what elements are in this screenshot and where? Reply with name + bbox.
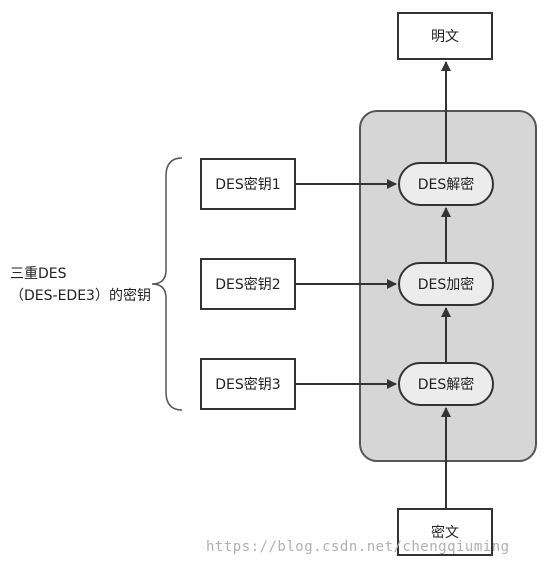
des-decrypt-bottom-label: DES解密 xyxy=(417,377,475,393)
plaintext-box: 明文 xyxy=(397,12,493,60)
des-key-3-label: DES密钥3 xyxy=(215,377,281,393)
des-key-1-label: DES密钥1 xyxy=(215,177,281,193)
key-group-brace xyxy=(151,157,183,411)
des-key-2-box: DES密钥2 xyxy=(200,258,296,310)
des-key-2-label: DES密钥2 xyxy=(215,277,281,293)
des-key-1-box: DES密钥1 xyxy=(200,158,296,210)
ciphertext-label: 密文 xyxy=(431,525,459,541)
ciphertext-box: 密文 xyxy=(397,508,493,556)
triple-des-label-line1: 三重DES xyxy=(10,266,67,282)
plaintext-label: 明文 xyxy=(431,29,459,45)
des-decrypt-bottom-node: DES解密 xyxy=(398,362,494,406)
des-decrypt-top-node: DES解密 xyxy=(398,162,494,206)
watermark-url: https://blog.csdn.net/chengqiuming xyxy=(206,539,510,555)
des-decrypt-top-label: DES解密 xyxy=(417,177,475,193)
des-encrypt-middle-label: DES加密 xyxy=(417,277,475,293)
des-encrypt-middle-node: DES加密 xyxy=(398,262,494,306)
triple-des-key-label: 三重DES （DES-EDE3）的密钥 xyxy=(10,263,160,307)
triple-des-label-line2: （DES-EDE3）的密钥 xyxy=(10,288,151,304)
des-key-3-box: DES密钥3 xyxy=(200,358,296,410)
